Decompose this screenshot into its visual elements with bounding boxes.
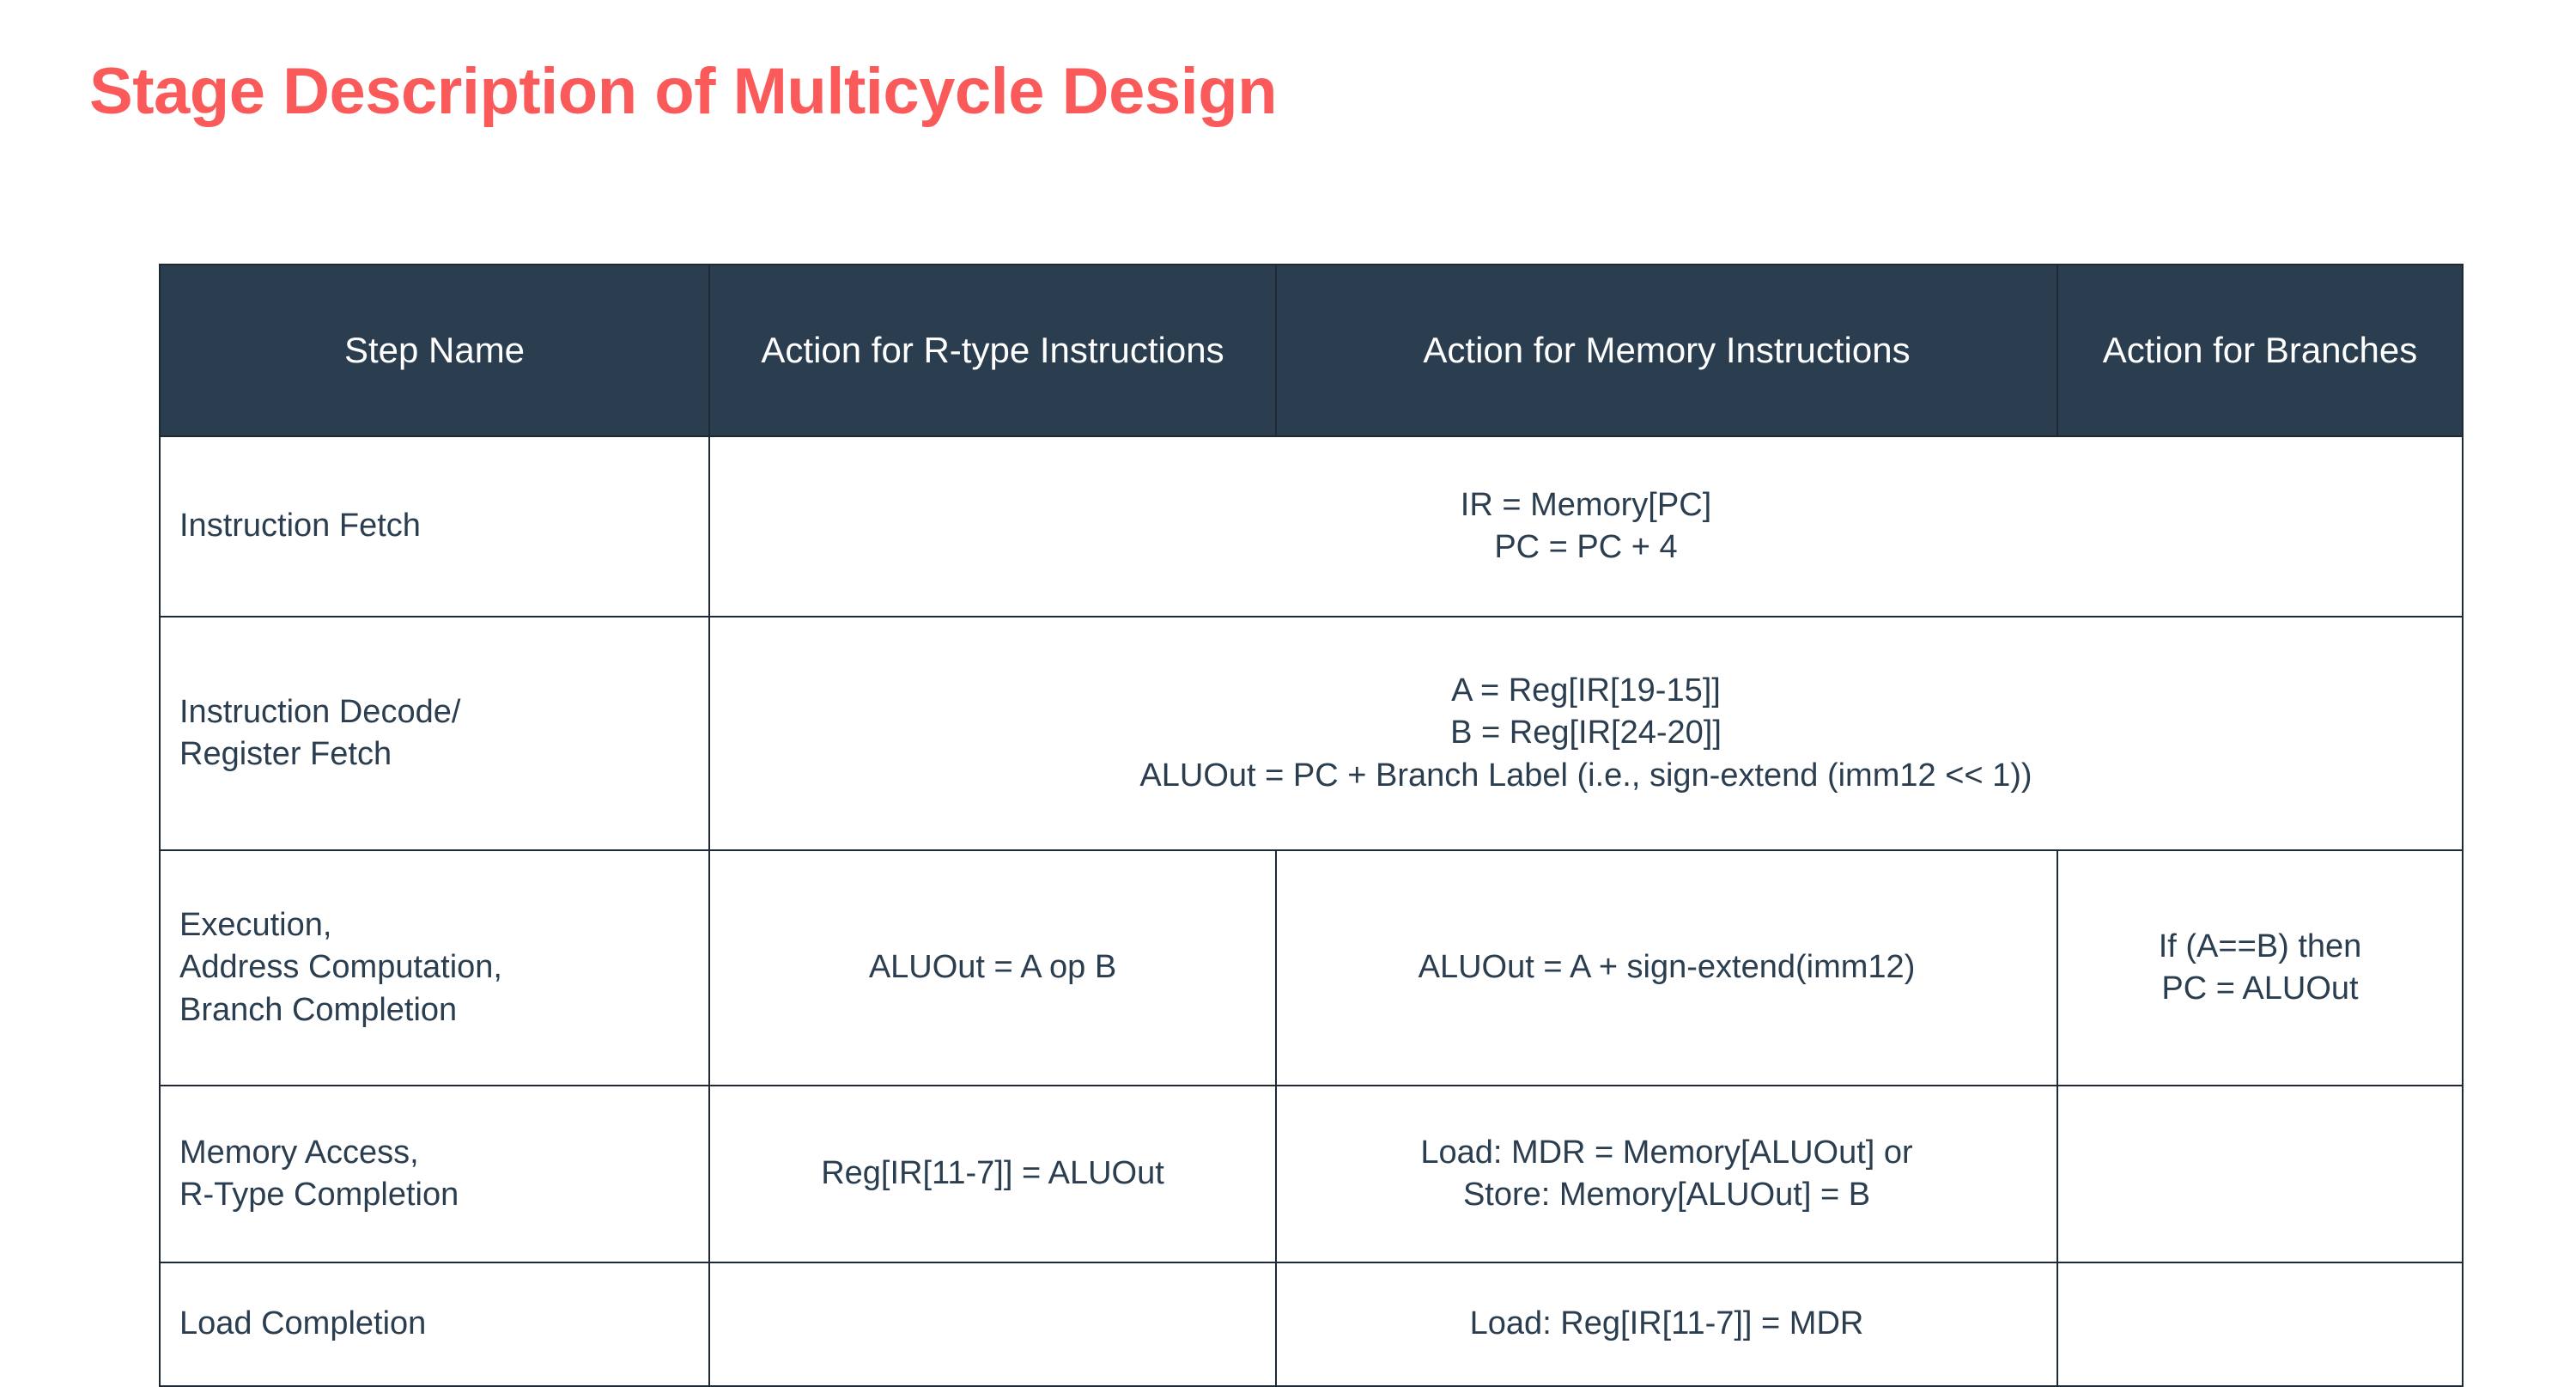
cell-merged-action: A = Reg[IR[19-15]] B = Reg[IR[24-20]] AL… [708, 616, 2464, 851]
cell-step-name: Execution, Address Computation, Branch C… [159, 849, 710, 1086]
cell-step-name: Load Completion [159, 1262, 710, 1387]
stage-description-table: Step Name Action for R-type Instructions… [159, 264, 2464, 1387]
page-title: Stage Description of Multicycle Design [89, 55, 1278, 128]
table-header: Step Name Action for R-type Instructions… [159, 264, 2464, 437]
table-row: Execution, Address Computation, Branch C… [159, 849, 2464, 1086]
cell-rtype-action [708, 1262, 1277, 1387]
cell-step-name: Memory Access, R-Type Completion [159, 1085, 710, 1263]
table-body: Instruction Fetch IR = Memory[PC] PC = P… [159, 435, 2464, 1387]
column-header-branches: Action for Branches [2057, 264, 2464, 437]
header-row: Step Name Action for R-type Instructions… [159, 264, 2464, 437]
cell-rtype-action: Reg[IR[11-7]] = ALUOut [708, 1085, 1277, 1263]
cell-branch-action [2057, 1085, 2464, 1263]
table-row: Instruction Fetch IR = Memory[PC] PC = P… [159, 435, 2464, 617]
cell-merged-action: IR = Memory[PC] PC = PC + 4 [708, 435, 2464, 617]
cell-branch-action [2057, 1262, 2464, 1387]
cell-step-name: Instruction Decode/ Register Fetch [159, 616, 710, 851]
table-row: Load Completion Load: Reg[IR[11-7]] = MD… [159, 1262, 2464, 1387]
cell-memory-action: ALUOut = A + sign-extend(imm12) [1275, 849, 2058, 1086]
cell-rtype-action: ALUOut = A op B [708, 849, 1277, 1086]
column-header-rtype: Action for R-type Instructions [708, 264, 1277, 437]
table-row: Memory Access, R-Type Completion Reg[IR[… [159, 1085, 2464, 1263]
column-header-memory: Action for Memory Instructions [1275, 264, 2058, 437]
cell-step-name: Instruction Fetch [159, 435, 710, 617]
table-row: Instruction Decode/ Register Fetch A = R… [159, 616, 2464, 851]
slide-canvas: Stage Description of Multicycle Design S… [89, 55, 2464, 1387]
cell-memory-action: Load: Reg[IR[11-7]] = MDR [1275, 1262, 2058, 1387]
cell-branch-action: If (A==B) then PC = ALUOut [2057, 849, 2464, 1086]
column-header-step-name: Step Name [159, 264, 710, 437]
cell-memory-action: Load: MDR = Memory[ALUOut] or Store: Mem… [1275, 1085, 2058, 1263]
